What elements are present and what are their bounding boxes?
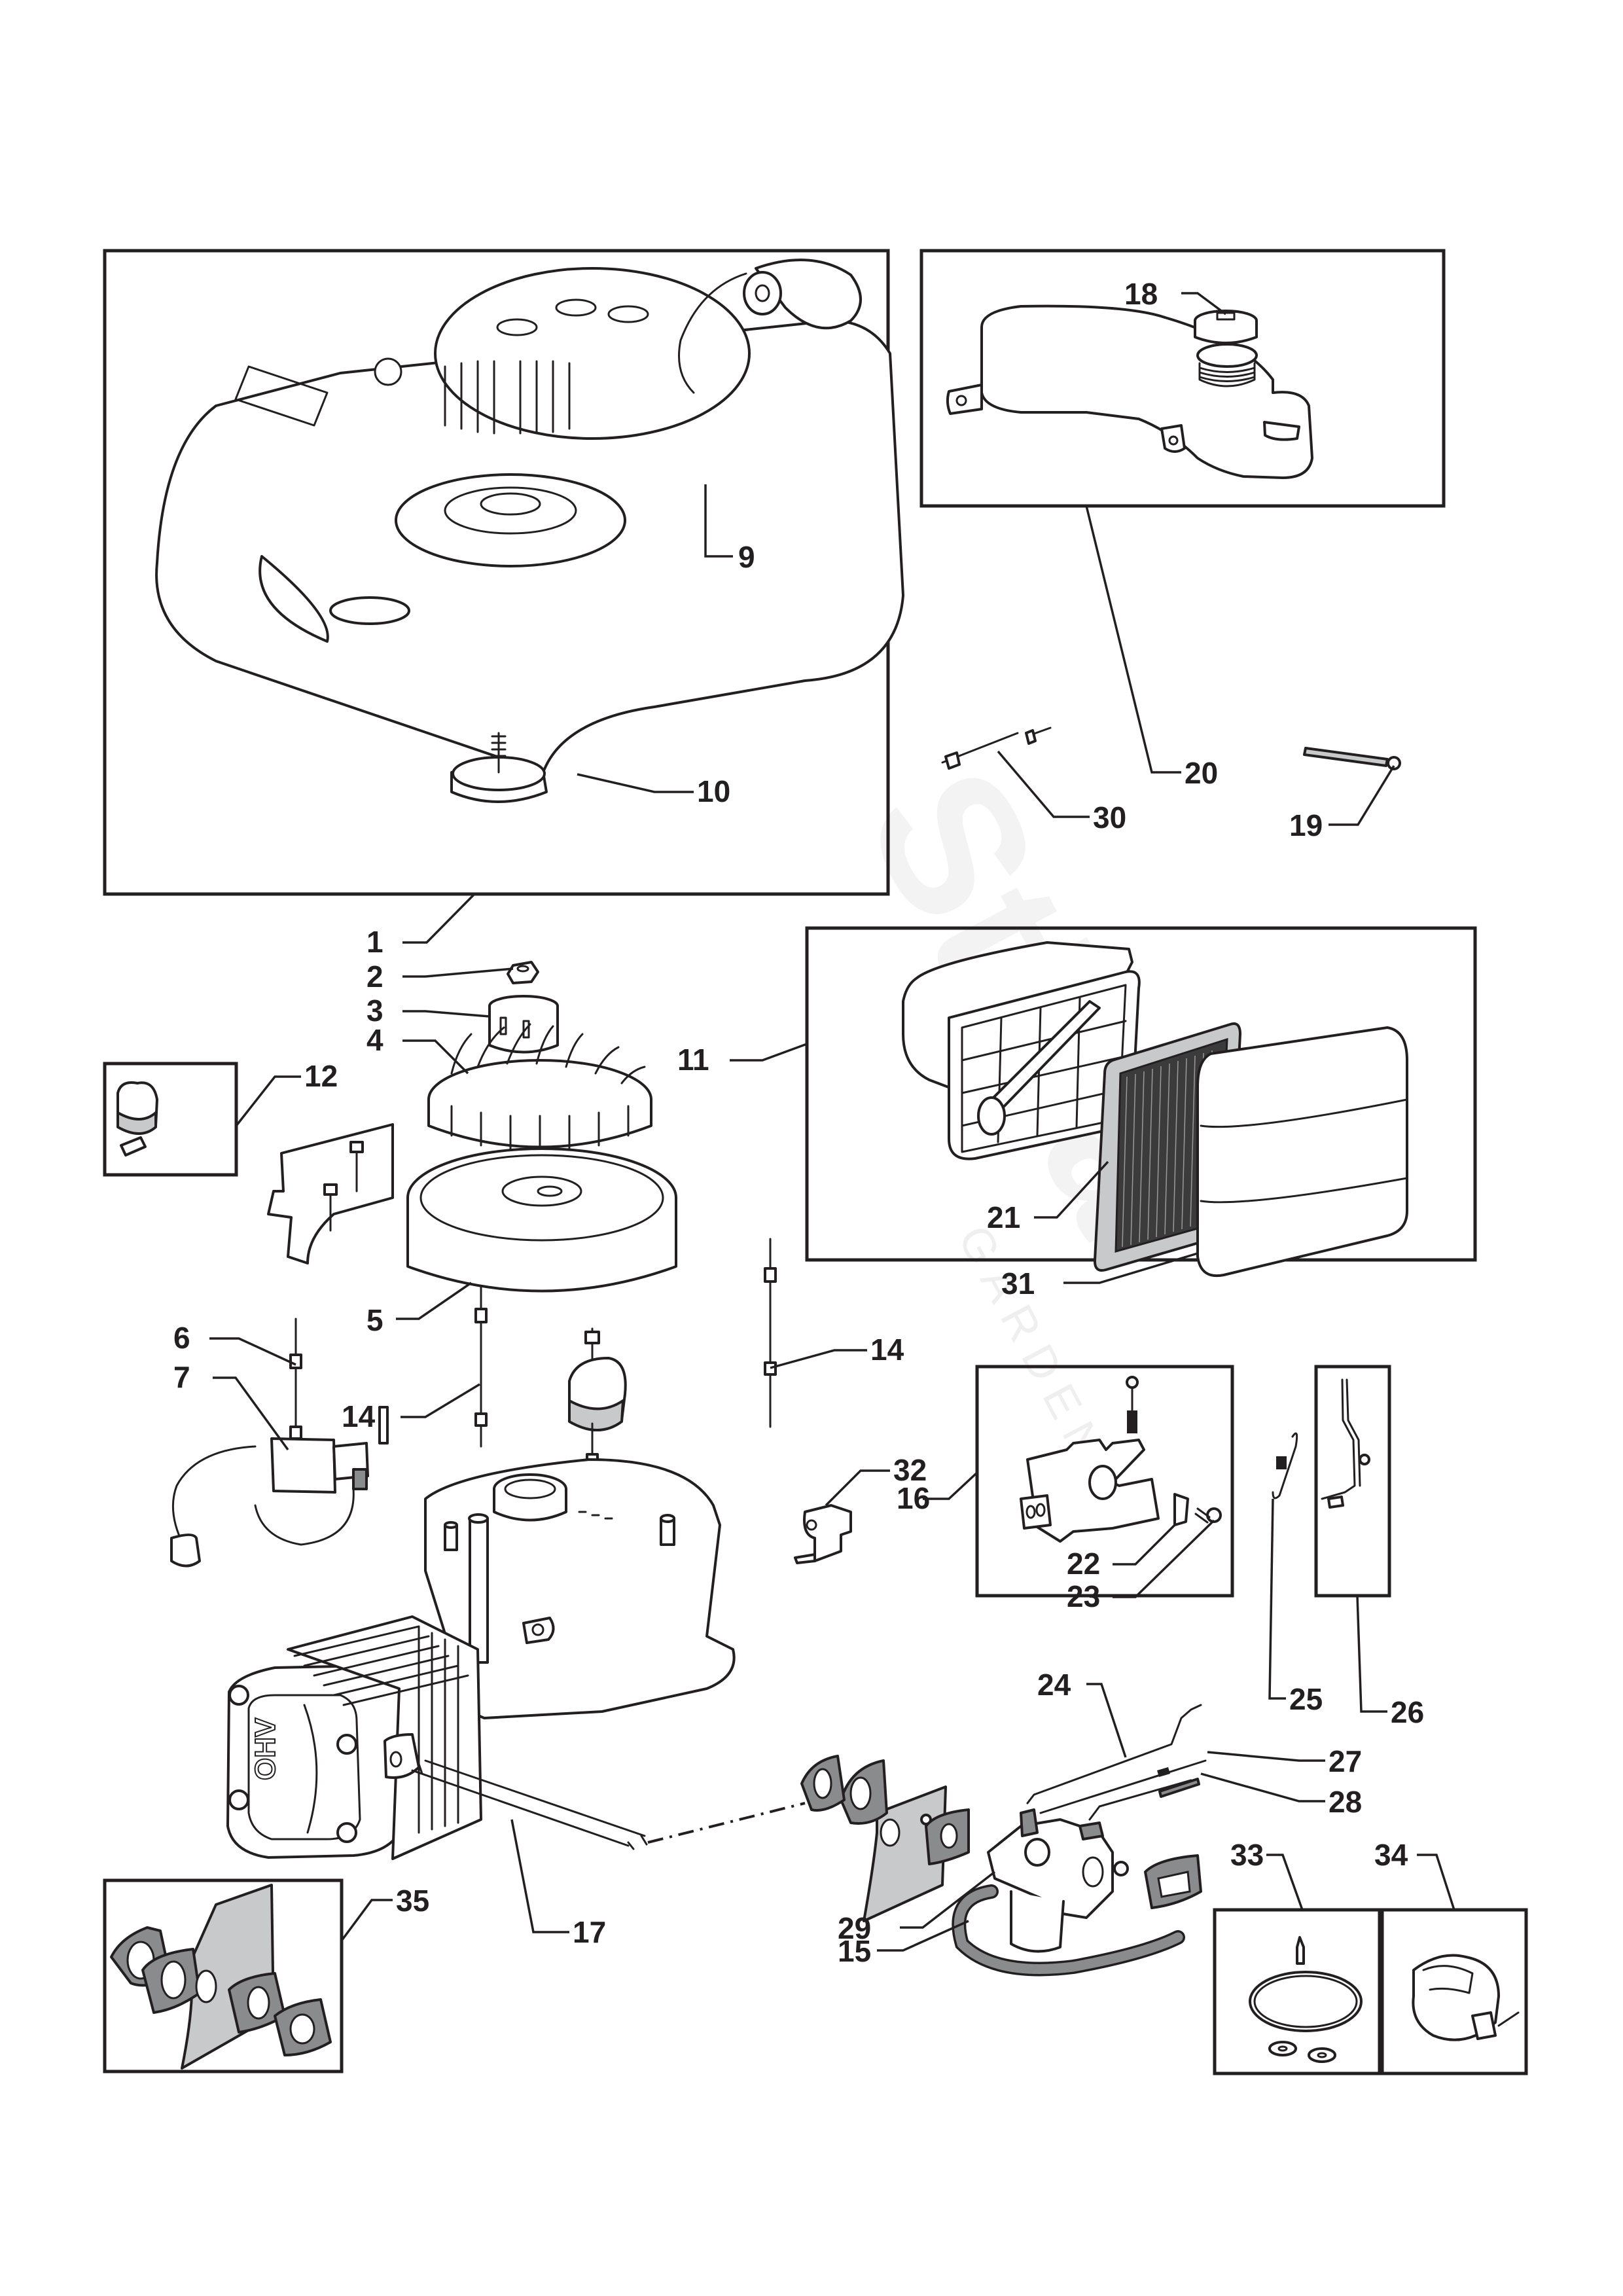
starter-handle[interactable] [678,259,862,394]
callout-20: 20 [1185,756,1218,790]
callout-11: 11 [677,1043,709,1077]
frame-governor-lever [1314,1365,1391,1598]
callouts: 1 2 3 4 5 6 7 9 10 11 12 14 14 15 16 17 … [173,277,1424,1968]
repair-kit-parts [1249,1936,1363,2063]
callout-31: 31 [1001,1266,1035,1300]
fuel-hose [952,1884,1185,1977]
callout-29: 29 [838,1911,871,1945]
frame-carburetor-repair-kit [1213,1908,1382,2075]
air-filter-base[interactable] [902,941,1141,1160]
carburetor[interactable] [987,1808,1129,1953]
watermark-sub: GARDEN [948,1217,1118,1477]
callout-3: 3 [366,994,383,1028]
stud-14-right [764,1238,777,1428]
callout-7: 7 [173,1360,190,1394]
tank-pin [1303,747,1401,770]
callout-19: 19 [1289,808,1323,842]
starter-cup [488,995,559,1054]
governor-lever [1321,1378,1370,1509]
choke-rod [1026,1704,1202,1804]
callout-9: 9 [738,540,755,574]
callout-14-center: 14 [342,1399,376,1433]
leader-lines [209,292,1455,1952]
air-filter-cover[interactable] [1196,1026,1408,1278]
ignition-coil [170,1406,389,1568]
gasket-kit-parts [110,1884,332,2070]
callout-16: 16 [897,1481,930,1515]
callout-2: 2 [366,960,383,994]
callout-26: 26 [1391,1695,1424,1729]
callout-18: 18 [1124,277,1158,311]
callout-10: 10 [697,774,730,808]
cooling-fan [427,1023,652,1151]
governor-spring [1272,1432,1298,1499]
frame-governor-bracket [975,1365,1234,1598]
governor-bracket [1020,1376,1160,1543]
callout-28: 28 [1329,1785,1362,1819]
callout-4: 4 [366,1023,383,1057]
frame-module-kit [103,1062,238,1177]
throttle-spring-rod [1039,1759,1207,1814]
governor-clip [1173,1493,1189,1526]
callout-32: 32 [893,1453,927,1487]
callout-34: 34 [1374,1838,1408,1872]
callout-30: 30 [1093,800,1126,834]
fuel-tank[interactable] [946,304,1313,479]
recoil-pulley [395,473,626,567]
fuel-cap[interactable] [1194,310,1258,344]
callout-24: 24 [1037,1668,1071,1702]
cylinder-head: OHV [226,1664,404,1859]
callout-12: 12 [304,1059,338,1093]
cylinder-fins [287,1615,482,1860]
carburetor-gasket [1144,1854,1202,1909]
frame-gasket-kit [103,1878,344,2073]
callout-14-right: 14 [870,1333,904,1367]
head-logo: OHV [249,1717,281,1780]
float-kit-parts [1412,1954,1520,2041]
callout-6: 6 [173,1321,190,1355]
frame-fuel-tank [919,249,1446,508]
callout-22: 22 [1067,1547,1100,1581]
flywheel [406,1147,677,1293]
stop-switch [794,1504,852,1564]
callout-1: 1 [366,925,383,959]
callout-17: 17 [573,1915,606,1949]
engine-crankcase [424,1458,736,1719]
callout-25: 25 [1289,1682,1323,1716]
shroud-bracket [267,1123,394,1265]
rivet-bolt [941,726,1052,770]
stud-14-center [474,1285,488,1448]
carburetor-insulator [800,1755,970,1922]
governor-rod [1088,1778,1200,1821]
intake-studs [411,1759,806,1850]
callout-5: 5 [366,1303,383,1337]
callout-21: 21 [987,1200,1020,1234]
callout-27: 27 [1329,1744,1362,1778]
governor-screw [1194,1507,1222,1524]
module-kit-part [116,1081,158,1157]
ratchet-cup [259,555,548,803]
callout-15: 15 [838,1934,871,1968]
flywheel-nut [507,961,539,984]
callout-35: 35 [396,1884,429,1918]
callout-33: 33 [1230,1838,1264,1872]
callout-23: 23 [1067,1579,1100,1613]
